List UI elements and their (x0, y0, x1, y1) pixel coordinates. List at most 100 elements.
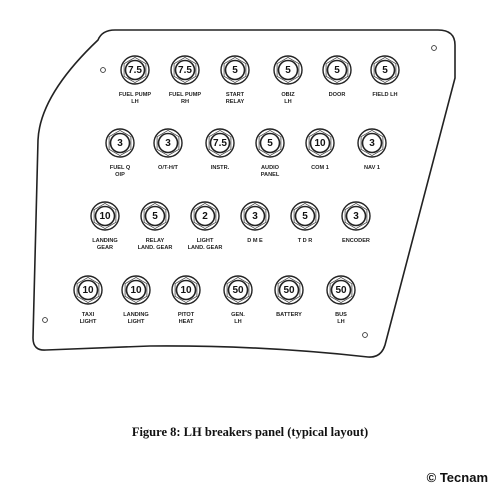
breaker-button (194, 205, 216, 227)
breaker-button (174, 59, 196, 81)
circuit-breaker: 3D M E (240, 201, 270, 244)
breaker-rating: 3 (353, 211, 359, 222)
breaker-hex-nut (293, 202, 317, 230)
breaker-hex-nut (123, 56, 147, 84)
breaker-hex-nut (276, 56, 300, 84)
circuit-breaker: 5T D R (290, 201, 320, 244)
breaker-button (77, 279, 99, 301)
breaker-rating: 10 (130, 285, 142, 296)
breaker-label: GEN. (231, 312, 245, 318)
breaker-label: LAND. GEAR (188, 245, 223, 251)
breaker-rating: 3 (165, 138, 171, 149)
breaker-button (326, 59, 348, 81)
breaker-hex-nut (360, 129, 384, 157)
breaker-rating: 50 (232, 285, 244, 296)
breaker-button (227, 279, 249, 301)
breaker-hex-nut (208, 129, 232, 157)
breaker-rating: 10 (180, 285, 192, 296)
breaker-hex-nut (277, 276, 301, 304)
breaker-button (278, 279, 300, 301)
breaker-label: RELAY (146, 238, 165, 244)
breaker-button (144, 205, 166, 227)
breaker-label: RH (181, 99, 189, 105)
breaker-hex-nut (193, 202, 217, 230)
breaker-label: LAND. GEAR (138, 245, 173, 251)
breaker-hex-nut (174, 276, 198, 304)
breaker-button (345, 205, 367, 227)
breaker-label: GEAR (97, 245, 113, 251)
breaker-button (294, 205, 316, 227)
panel-outline (32, 29, 456, 358)
breaker-label: OIP (115, 172, 125, 178)
breaker-label: START (226, 92, 245, 98)
breaker-label: O/T-H/T (158, 165, 178, 171)
breaker-button (224, 59, 246, 81)
mounting-hole (431, 45, 437, 51)
breaker-rating: 5 (267, 138, 273, 149)
breaker-label: LIGHT (197, 238, 214, 244)
breaker-button (175, 279, 197, 301)
breaker-rating: 5 (232, 65, 238, 76)
breaker-label: LH (284, 99, 291, 105)
breaker-button (124, 59, 146, 81)
breaker-hex-nut (76, 276, 100, 304)
breaker-label: DOOR (329, 92, 346, 98)
breaker-rating: 10 (314, 138, 326, 149)
breaker-button (209, 132, 231, 154)
breaker-label: LIGHT (128, 319, 145, 325)
breaker-label: INSTR. (211, 165, 230, 171)
breaker-label: FUEL PUMP (119, 92, 151, 98)
breaker-button (309, 132, 331, 154)
breaker-hex-nut (173, 56, 197, 84)
breaker-rating: 5 (285, 65, 291, 76)
breaker-button (330, 279, 352, 301)
breaker-rating: 50 (283, 285, 295, 296)
breaker-button (277, 59, 299, 81)
breaker-label: BATTERY (276, 312, 302, 318)
breaker-label: LH (131, 99, 138, 105)
breaker-label: AUDIO (261, 165, 280, 171)
circuit-breaker: 3O/T-H/T (153, 128, 183, 171)
breaker-hex-nut (143, 202, 167, 230)
breaker-label: OBIZ (281, 92, 295, 98)
figure-caption: Figure 8: LH breakers panel (typical lay… (131, 425, 369, 439)
breaker-hex-nut (243, 202, 267, 230)
breaker-label: BUS (335, 312, 347, 318)
breaker-label: FUEL Q (110, 165, 131, 171)
mounting-hole (100, 67, 106, 73)
breaker-hex-nut (223, 56, 247, 84)
breaker-button (125, 279, 147, 301)
breaker-rating: 7.5 (213, 138, 227, 149)
breaker-hex-nut (156, 129, 180, 157)
breaker-hex-nut (124, 276, 148, 304)
breaker-label: FIELD LH (372, 92, 397, 98)
breaker-hex-nut (325, 56, 349, 84)
breaker-hex-nut (258, 129, 282, 157)
breaker-rating: 5 (152, 211, 158, 222)
breaker-button (374, 59, 396, 81)
mounting-hole (42, 317, 48, 323)
breaker-hex-nut (344, 202, 368, 230)
breaker-label: LIGHT (80, 319, 97, 325)
breaker-rating: 3 (117, 138, 123, 149)
breaker-rating: 10 (82, 285, 94, 296)
breaker-hex-nut (373, 56, 397, 84)
breaker-label: RELAY (226, 99, 245, 105)
